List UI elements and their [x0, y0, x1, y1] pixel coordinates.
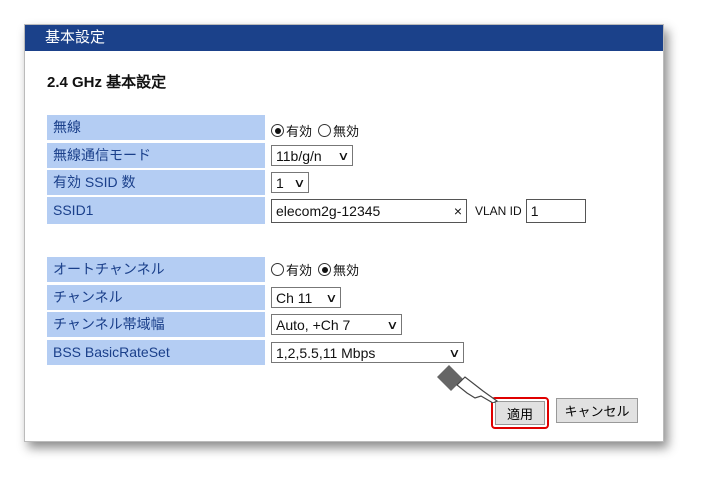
ssid1-input[interactable]: elecom2g-12345 ×: [271, 198, 467, 223]
basic-rate-select[interactable]: 1,2,5.5,11 Mbps ∨: [271, 342, 464, 363]
row-ssid1: SSID1 elecom2g-12345 × VLAN ID 1: [47, 197, 647, 224]
clear-icon[interactable]: ×: [453, 202, 462, 219]
channel-value: Ch 11: [276, 289, 313, 306]
label-basic-rate: BSS BasicRateSet: [47, 340, 265, 365]
panel-header: 基本設定: [25, 25, 663, 51]
channel-select[interactable]: Ch 11 ∨: [271, 287, 341, 308]
section-title: 2.4 GHz 基本設定: [47, 74, 167, 91]
row-wireless: 無線 有効 無効: [47, 115, 647, 140]
ssid-count-select[interactable]: 1∨: [271, 172, 309, 193]
cancel-button[interactable]: キャンセル: [556, 398, 638, 423]
label-channel: チャンネル: [47, 285, 265, 310]
label-wireless: 無線: [47, 115, 265, 140]
ssid1-value: elecom2g-12345: [276, 202, 381, 219]
row-mode: 無線通信モード 11b/g/n ∨: [47, 143, 647, 168]
label-ssid-count: 有効 SSID 数: [47, 170, 265, 195]
label-mode: 無線通信モード: [47, 143, 265, 168]
row-bandwidth: チャンネル帯域幅 Auto, +Ch 7 ∨: [47, 312, 647, 337]
vlan-id-value: 1: [530, 202, 539, 219]
chevron-down-icon: ∨: [337, 148, 350, 163]
wireless-disable-radio[interactable]: [318, 124, 332, 137]
pointing-hand-icon: [437, 365, 499, 403]
basic-rate-value: 1,2,5.5,11 Mbps: [276, 344, 376, 361]
radio-label: 無効: [333, 263, 360, 278]
radio-label: 有効: [286, 263, 313, 278]
basic-settings-panel: 基本設定 2.4 GHz 基本設定 無線 有効 無効 無線通信モード 11b/g…: [24, 24, 664, 442]
bandwidth-value: Auto, +Ch 7: [276, 316, 351, 333]
radio-label: 有効: [286, 124, 313, 139]
chevron-down-icon: ∨: [448, 345, 461, 360]
mode-select[interactable]: 11b/g/n ∨: [271, 145, 353, 166]
apply-highlight: [491, 397, 549, 429]
auto-channel-enable-radio[interactable]: [271, 263, 284, 276]
chevron-down-icon: ∨: [325, 290, 338, 305]
auto-channel-disable-radio[interactable]: [318, 263, 332, 276]
mode-value: 11b/g/n: [276, 147, 322, 164]
label-auto-channel: オートチャンネル: [47, 257, 265, 282]
radio-label: 無効: [333, 124, 360, 139]
row-ssid-count: 有効 SSID 数 1∨: [47, 170, 647, 195]
chevron-down-icon: ∨: [386, 317, 399, 332]
label-bandwidth: チャンネル帯域幅: [47, 312, 265, 337]
row-channel: チャンネル Ch 11 ∨: [47, 285, 647, 310]
wireless-enable-radio[interactable]: [271, 124, 284, 137]
apply-button[interactable]: 適用: [495, 401, 545, 425]
row-auto-channel: オートチャンネル 有効 無効: [47, 257, 647, 282]
bandwidth-select[interactable]: Auto, +Ch 7 ∨: [271, 314, 402, 335]
vlan-id-label: VLAN ID: [475, 203, 522, 218]
row-basic-rate: BSS BasicRateSet 1,2,5.5,11 Mbps ∨: [47, 340, 647, 365]
vlan-id-input[interactable]: 1: [525, 198, 586, 223]
ssid-count-value: 1: [276, 174, 284, 191]
label-ssid1: SSID1: [47, 197, 265, 224]
chevron-down-icon: ∨: [293, 175, 306, 190]
